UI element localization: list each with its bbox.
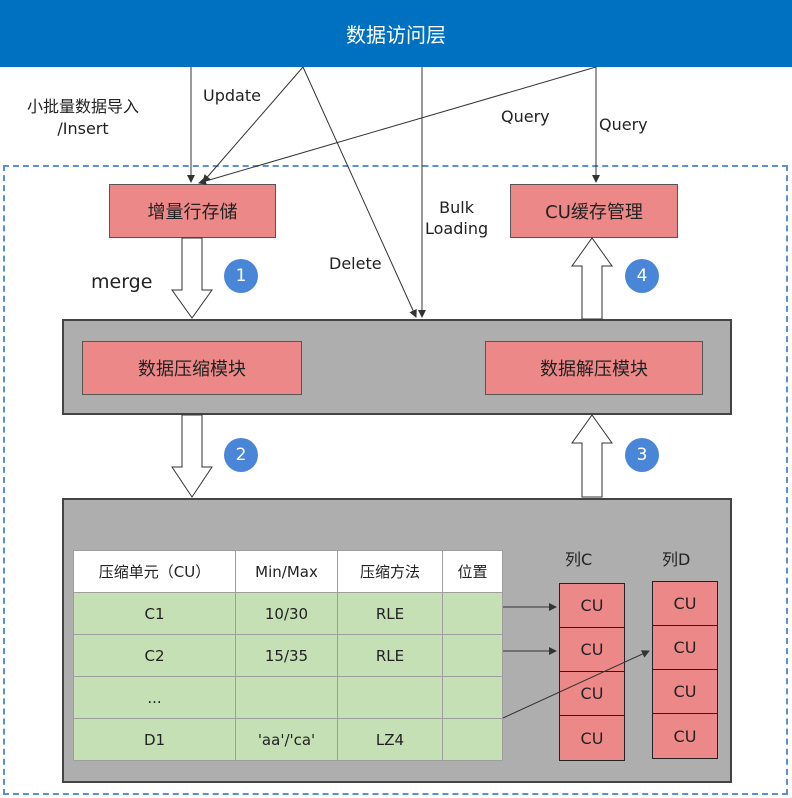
update-arrow bbox=[202, 66, 304, 183]
d1-pointer-arrow bbox=[502, 650, 650, 719]
table-cell bbox=[235, 676, 338, 719]
data-access-layer: 数据访问层 bbox=[0, 0, 792, 67]
cu-block: CU bbox=[653, 582, 717, 626]
column-c-stack: CU CU CU CU bbox=[559, 583, 625, 761]
compress-module-box: 数据压缩模块 bbox=[82, 341, 302, 395]
table-header-row: 压缩单元（CU） Min/Max 压缩方法 位置 bbox=[73, 550, 503, 593]
bulk-loading-label: Bulk Loading bbox=[425, 197, 488, 239]
compress-module-label: 数据压缩模块 bbox=[138, 359, 246, 380]
merge-block-arrow bbox=[171, 237, 213, 319]
delete-label: Delete bbox=[329, 254, 382, 273]
insert-label-line1: 小批量数据导入 bbox=[27, 97, 140, 116]
cu-block: CU bbox=[653, 670, 717, 714]
data-access-layer-title: 数据访问层 bbox=[346, 23, 446, 47]
query-label-1: Query bbox=[501, 107, 550, 126]
table-cell: ... bbox=[73, 676, 236, 719]
decompress-module-box: 数据解压模块 bbox=[485, 341, 703, 395]
cache-block-arrow bbox=[571, 237, 613, 320]
query-arrow-delta bbox=[198, 66, 597, 185]
compress-block-arrow bbox=[171, 414, 213, 498]
update-label: Update bbox=[203, 86, 261, 105]
insert-label: 小批量数据导入 /Insert bbox=[27, 96, 139, 140]
step-badge-3: 3 bbox=[625, 438, 659, 472]
insert-label-line2: /Insert bbox=[57, 119, 109, 138]
delta-row-store-label: 增量行存储 bbox=[147, 202, 238, 223]
table-row: C2 15/35 RLE bbox=[73, 634, 503, 677]
table-header-position: 位置 bbox=[442, 550, 503, 593]
cu-block: CU bbox=[560, 716, 624, 760]
table-header-minmax: Min/Max bbox=[235, 550, 338, 593]
table-cell: LZ4 bbox=[337, 718, 443, 761]
cu-block: CU bbox=[653, 626, 717, 670]
bulk-label-line1: Bulk bbox=[439, 198, 474, 217]
table-cell bbox=[442, 718, 503, 761]
query-label-2: Query bbox=[599, 115, 648, 134]
decompress-module-label: 数据解压模块 bbox=[540, 359, 648, 380]
cu-block: CU bbox=[653, 714, 717, 758]
table-row: ... bbox=[73, 676, 503, 719]
table-header-cu: 压缩单元（CU） bbox=[73, 550, 236, 593]
cu-metadata-table: 压缩单元（CU） Min/Max 压缩方法 位置 C1 10/30 RLE C2… bbox=[73, 550, 503, 761]
table-cell bbox=[442, 592, 503, 635]
table-cell bbox=[337, 676, 443, 719]
cu-cache-box: CU缓存管理 bbox=[510, 184, 678, 238]
step-badge-4: 4 bbox=[625, 259, 659, 293]
table-cell bbox=[442, 634, 503, 677]
cu-cache-label: CU缓存管理 bbox=[545, 202, 643, 223]
step-badge-1: 1 bbox=[224, 259, 258, 293]
cu-block: CU bbox=[560, 584, 624, 628]
bulk-label-line2: Loading bbox=[425, 219, 489, 238]
step-badge-2: 2 bbox=[224, 438, 258, 472]
column-d-stack: CU CU CU CU bbox=[652, 581, 718, 759]
column-d-label: 列D bbox=[662, 550, 691, 569]
table-cell: RLE bbox=[337, 592, 443, 635]
table-cell: D1 bbox=[73, 718, 236, 761]
delete-arrow bbox=[302, 66, 417, 318]
storage-engine-boundary bbox=[3, 165, 788, 795]
column-c-label: 列C bbox=[565, 550, 593, 569]
cu-block: CU bbox=[560, 672, 624, 716]
table-cell bbox=[442, 676, 503, 719]
merge-label: merge bbox=[91, 271, 153, 293]
cu-block: CU bbox=[560, 628, 624, 672]
decompress-block-arrow bbox=[571, 414, 613, 498]
table-cell: 'aa'/'ca' bbox=[235, 718, 338, 761]
table-cell: 10/30 bbox=[235, 592, 338, 635]
table-row: D1 'aa'/'ca' LZ4 bbox=[73, 718, 503, 761]
